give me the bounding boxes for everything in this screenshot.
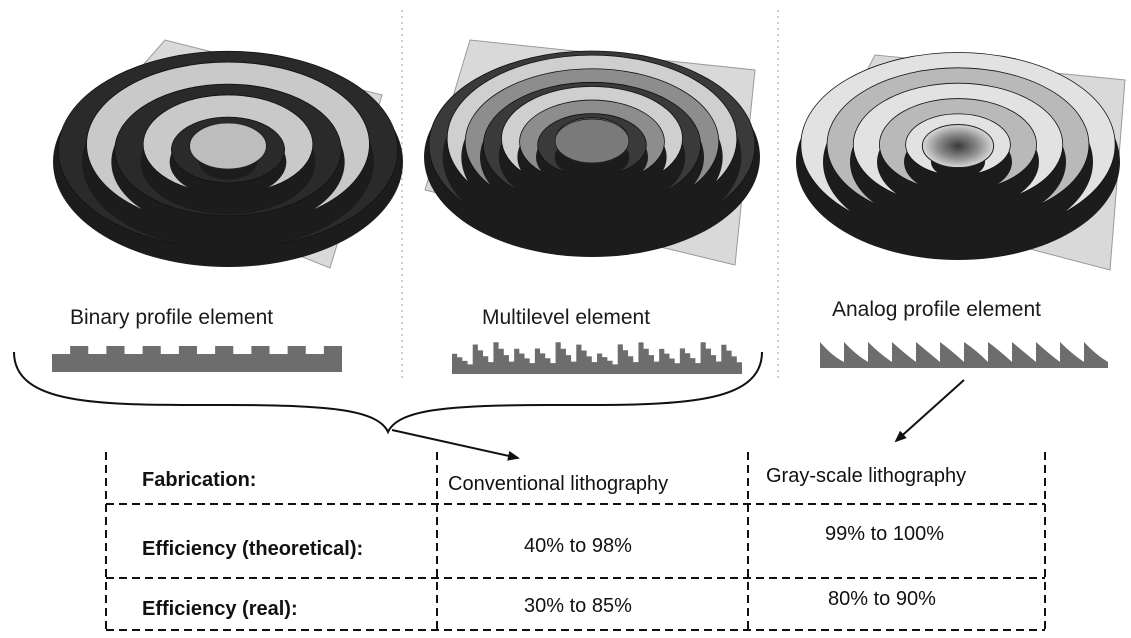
binary-element-label: Binary profile element bbox=[70, 306, 274, 329]
row-theoretical-label: Efficiency (theoretical): bbox=[142, 538, 364, 560]
row-real-grayscale: 80% to 90% bbox=[828, 588, 936, 610]
binary-surface-rendering bbox=[53, 39, 403, 269]
arrow-to-conventional bbox=[391, 429, 520, 461]
comparison-table-grid bbox=[105, 452, 1046, 631]
multilevel-element-label: Multilevel element bbox=[482, 306, 651, 329]
analog-surface-rendering bbox=[796, 52, 1126, 271]
row-real-conventional: 30% to 85% bbox=[524, 595, 632, 617]
multilevel-surface-rendering bbox=[424, 39, 760, 266]
row-theoretical-conventional: 40% to 98% bbox=[524, 535, 632, 557]
analog-profile-cross-section bbox=[820, 342, 1108, 368]
row-fabrication-label: Fabrication: bbox=[142, 469, 257, 491]
row-fabrication-conventional: Conventional lithography bbox=[448, 473, 669, 495]
multilevel-profile-cross-section bbox=[452, 342, 742, 374]
row-fabrication-grayscale: Gray-scale lithography bbox=[766, 465, 967, 487]
arrow-to-grayscale bbox=[894, 379, 965, 443]
row-theoretical-grayscale: 99% to 100% bbox=[825, 523, 944, 545]
row-real-label: Efficiency (real): bbox=[142, 598, 298, 620]
grouping-brace bbox=[13, 351, 763, 435]
binary-profile-cross-section bbox=[52, 346, 342, 372]
analog-element-label: Analog profile element bbox=[832, 298, 1041, 321]
